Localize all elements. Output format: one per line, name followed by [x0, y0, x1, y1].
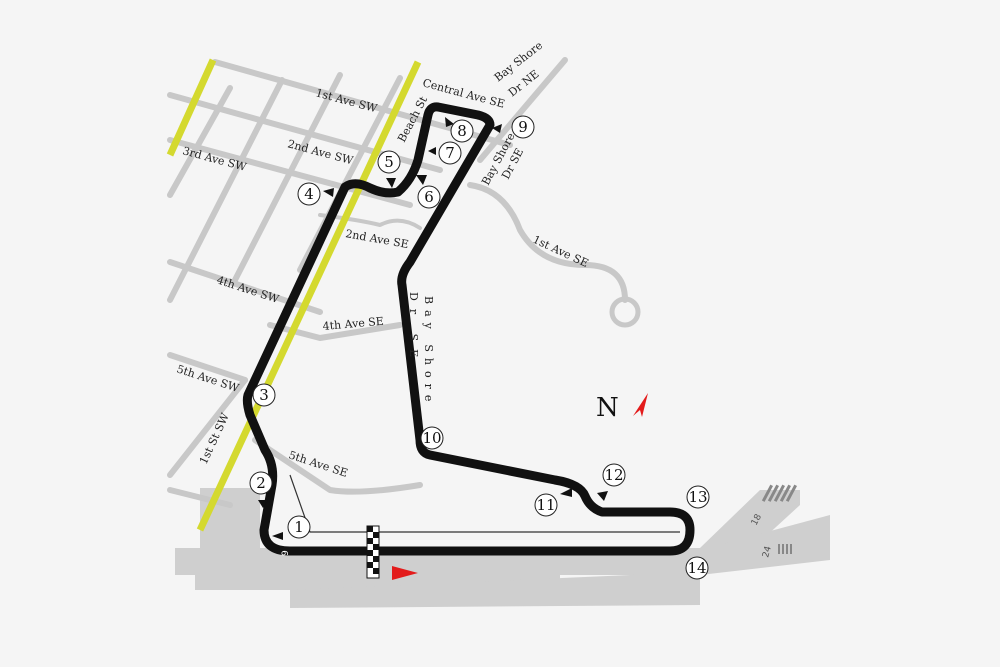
- direction-arrow: [392, 566, 418, 580]
- svg-text:10: 10: [422, 429, 441, 447]
- roundabout: [609, 296, 641, 328]
- turn-12: 12: [602, 463, 626, 487]
- turn-8: 8: [450, 119, 474, 143]
- label-4th-ave-se: 4th Ave SE: [322, 315, 384, 333]
- svg-text:9: 9: [518, 118, 528, 136]
- street-airport-access: [167, 487, 233, 508]
- turn-3: 3: [252, 383, 276, 407]
- runway-markings: 18 24: [750, 484, 797, 559]
- taxiway-south-2: [290, 572, 700, 608]
- svg-text:2: 2: [256, 474, 266, 492]
- runway-24-threshold: [778, 544, 792, 554]
- street-sw-end: [167, 377, 248, 478]
- turn-9: 9: [511, 115, 535, 139]
- svg-text:13: 13: [688, 488, 707, 506]
- turn-6: 6: [417, 185, 441, 209]
- svg-text:5: 5: [384, 153, 394, 171]
- highway-main-segment: [196, 60, 422, 532]
- svg-text:4: 4: [304, 185, 314, 203]
- street-5th-ave-se: [252, 437, 423, 495]
- runway-24: [700, 515, 830, 575]
- race-track: [242, 102, 695, 556]
- start-finish: 9: [281, 525, 380, 579]
- runway-18: [700, 490, 800, 560]
- label-bay-shore-vertical-1: Bay Shore: [422, 296, 435, 407]
- turn-7: 7: [438, 141, 462, 165]
- runway-24-label: 24: [761, 545, 774, 559]
- turn-markers: 1 2 3 4 5 6 7 8 9 10 11 12 13 14: [249, 115, 710, 580]
- svg-text:14: 14: [687, 559, 706, 577]
- north-arrow-icon: [633, 393, 648, 417]
- street-1st-ave-se: [467, 182, 628, 303]
- street-4th-ave-se: [267, 322, 403, 341]
- label-bay-shore-vertical-2: Dr SE: [407, 292, 420, 365]
- turn-11: 11: [534, 493, 558, 517]
- north-indicator: N: [596, 393, 648, 423]
- turn-13: 13: [686, 485, 710, 509]
- svg-text:11: 11: [536, 496, 555, 514]
- svg-text:3: 3: [259, 386, 269, 404]
- grid-marker-label: 9: [281, 550, 291, 556]
- pit-lane: [289, 474, 680, 533]
- turn-5: 5: [377, 150, 401, 174]
- svg-text:6: 6: [424, 188, 434, 206]
- turn-4: 4: [297, 182, 321, 206]
- svg-text:8: 8: [457, 122, 467, 140]
- label-4th-ave-sw: 4th Ave SW: [215, 273, 281, 306]
- label-3rd-ave-sw: 3rd Ave SW: [181, 144, 248, 174]
- north-label: N: [596, 393, 619, 423]
- street-3rd-st: [167, 85, 233, 198]
- turn-14: 14: [685, 556, 709, 580]
- turn-1: 1: [287, 515, 311, 539]
- turn-10: 10: [420, 426, 444, 450]
- turn-2: 2: [249, 471, 273, 495]
- label-2nd-ave-se: 2nd Ave SE: [344, 227, 409, 251]
- svg-text:12: 12: [604, 466, 623, 484]
- turn-pointers: [258, 117, 608, 540]
- street-2nd-st: [167, 77, 285, 303]
- runway-18-label: 18: [750, 512, 764, 527]
- highway-1st-st-sw: [166, 58, 422, 532]
- street-bay-shore-ne: [477, 57, 568, 163]
- street-mid-1: [232, 72, 343, 283]
- checkered-flag: [367, 526, 379, 574]
- apron-east: [640, 560, 700, 600]
- street-5th-ave-sw: [167, 352, 248, 383]
- highway-north-segment: [166, 58, 217, 157]
- svg-text:7: 7: [445, 144, 455, 162]
- svg-text:1: 1: [294, 518, 304, 536]
